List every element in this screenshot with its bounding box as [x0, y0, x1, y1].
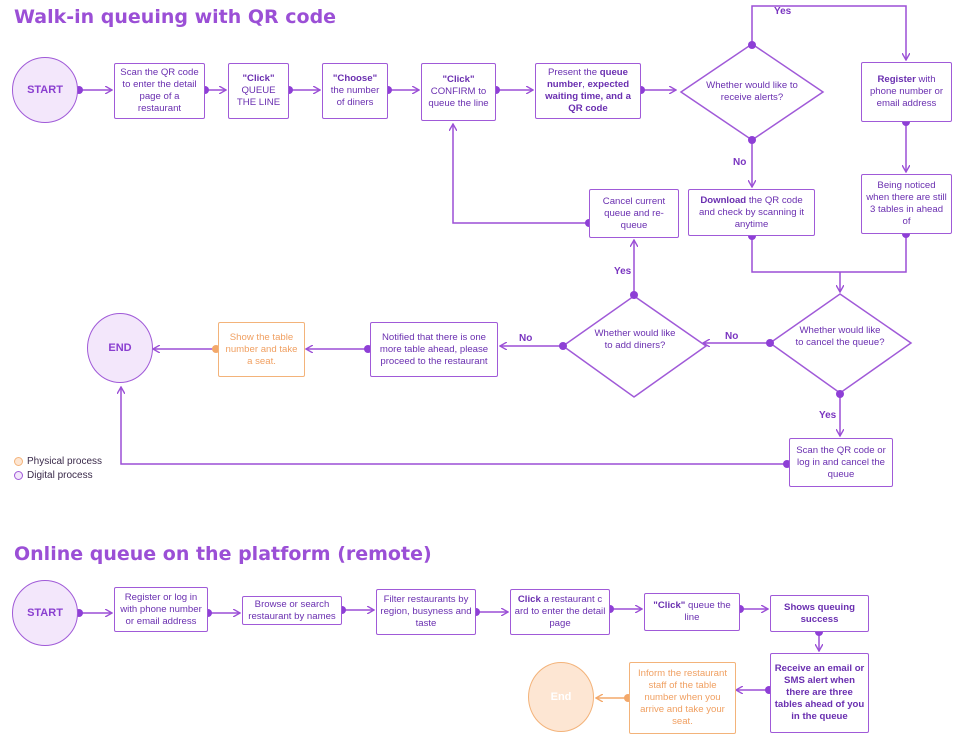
online-section-title: Online queue on the platform (remote): [14, 543, 432, 565]
online-start-node: START: [12, 580, 78, 646]
click-queue-node: "Click" QUEUE THE LINE: [228, 63, 289, 119]
present-bold-2: expected waiting time, and a QR code: [545, 79, 631, 114]
notified-node: Notified that there is one more table ah…: [370, 322, 498, 377]
scan-qr-text: Scan the QR code to enter the detail pag…: [120, 67, 199, 114]
walkin-end-node: END: [87, 313, 153, 383]
register-text: with phone number or email address: [869, 74, 944, 109]
legend-digital-swatch: [14, 471, 23, 480]
click-confirm-bold: "Click": [442, 74, 475, 85]
online-register-node: Register or log in with phone number or …: [114, 587, 208, 632]
walkin-section-title: Walk-in queuing with QR code: [14, 6, 337, 28]
cancel-requeue-node: Cancel current queue and re-queue: [589, 189, 679, 238]
legend-physical: Physical process: [14, 456, 102, 467]
click-card-text: a restaurant c ard to enter the detail p…: [514, 594, 606, 629]
scan-cancel-text: Scan the QR code or log in and cancel th…: [796, 444, 886, 480]
choose-diners-node: "Choose" the number of diners: [322, 63, 388, 119]
show-table-text: Show the table number and take a seat.: [225, 331, 298, 367]
choose-diners-bold: "Choose": [332, 73, 378, 84]
noticed-node: Being noticed when there are still 3 tab…: [861, 174, 952, 234]
scan-qr-node: Scan the QR code to enter the detail pag…: [114, 63, 205, 119]
legend-digital-label: Digital process: [27, 470, 93, 481]
online-click-queue-bold: "Click": [653, 600, 686, 611]
browse-text: Browse or search restaurant by names: [248, 598, 336, 622]
receive-alert-node: Receive an email or SMS alert when there…: [770, 653, 869, 733]
online-click-queue-text: queue the line: [684, 600, 731, 623]
register-node: Register with phone number or email addr…: [861, 62, 952, 122]
download-node: Download the QR code and check by scanni…: [688, 189, 815, 236]
edge-label-no-cancel: No: [725, 331, 739, 342]
online-register-text: Register or log in with phone number or …: [120, 591, 202, 627]
alerts-decision: Whether would like to receive alerts?: [706, 80, 798, 103]
scan-cancel-node: Scan the QR code or log in and cancel th…: [789, 438, 893, 487]
present-text-2: ,: [582, 79, 588, 90]
show-table-node: Show the table number and take a seat.: [218, 322, 305, 377]
success-node: Shows queuing success: [770, 595, 869, 632]
cancel-requeue-text: Cancel current queue and re-queue: [602, 195, 666, 231]
online-start-label: START: [27, 607, 63, 619]
online-end-node: End: [528, 662, 594, 732]
legend-physical-label: Physical process: [27, 456, 103, 467]
edge-label-yes-cancel: Yes: [819, 410, 837, 421]
click-confirm-node: "Click" CONFIRM to queue the line: [421, 63, 496, 121]
click-card-bold: Click: [517, 594, 541, 605]
click-queue-text: QUEUE THE LINE: [236, 85, 281, 108]
add-diners-decision: Whether would like to add diners?: [594, 328, 676, 351]
download-bold: Download: [700, 194, 747, 206]
click-card-node: Click a restaurant c ard to enter the de…: [510, 589, 610, 635]
filter-text: Filter restaurants by region, busyness a…: [380, 594, 472, 629]
download-text: the QR code and check by scanning it any…: [698, 194, 805, 230]
edge-label-yes-add: Yes: [614, 266, 632, 277]
edge-label-no-alerts: No: [733, 157, 747, 168]
walkin-start-label: START: [27, 84, 63, 96]
present-queue-node: Present the queue number, expected waiti…: [535, 63, 641, 119]
edge-label-yes-alerts: Yes: [774, 6, 792, 17]
click-confirm-text: CONFIRM to queue the line: [428, 86, 489, 109]
browse-node: Browse or search restaurant by names: [242, 596, 342, 625]
click-queue-bold: "Click": [242, 73, 275, 84]
present-bold-1: queue number: [546, 67, 628, 90]
cancel-queue-decision: Whether would like to cancel the queue?: [795, 325, 885, 348]
inform-staff-text: Inform the restaurant staff of the table…: [637, 668, 728, 727]
walkin-start-node: START: [12, 57, 78, 123]
present-text-1: Present the: [548, 67, 600, 78]
filter-node: Filter restaurants by region, busyness a…: [376, 589, 476, 635]
online-click-queue-node: "Click" queue the line: [644, 593, 740, 631]
receive-alert-bold: Receive an email or SMS alert when there…: [774, 663, 865, 722]
legend-physical-swatch: [14, 457, 23, 466]
inform-staff-node: Inform the restaurant staff of the table…: [629, 662, 736, 734]
edge-label-no-add: No: [519, 333, 533, 344]
register-bold: Register: [877, 74, 916, 85]
choose-diners-text: the number of diners: [330, 85, 380, 108]
success-bold: Shows queuing success: [784, 601, 855, 625]
noticed-text: Being noticed when there are still 3 tab…: [866, 180, 947, 227]
notified-text: Notified that there is one more table ah…: [379, 331, 489, 367]
walkin-end-label: END: [108, 342, 132, 354]
online-end-label: End: [550, 691, 572, 703]
legend-digital: Digital process: [14, 470, 93, 481]
